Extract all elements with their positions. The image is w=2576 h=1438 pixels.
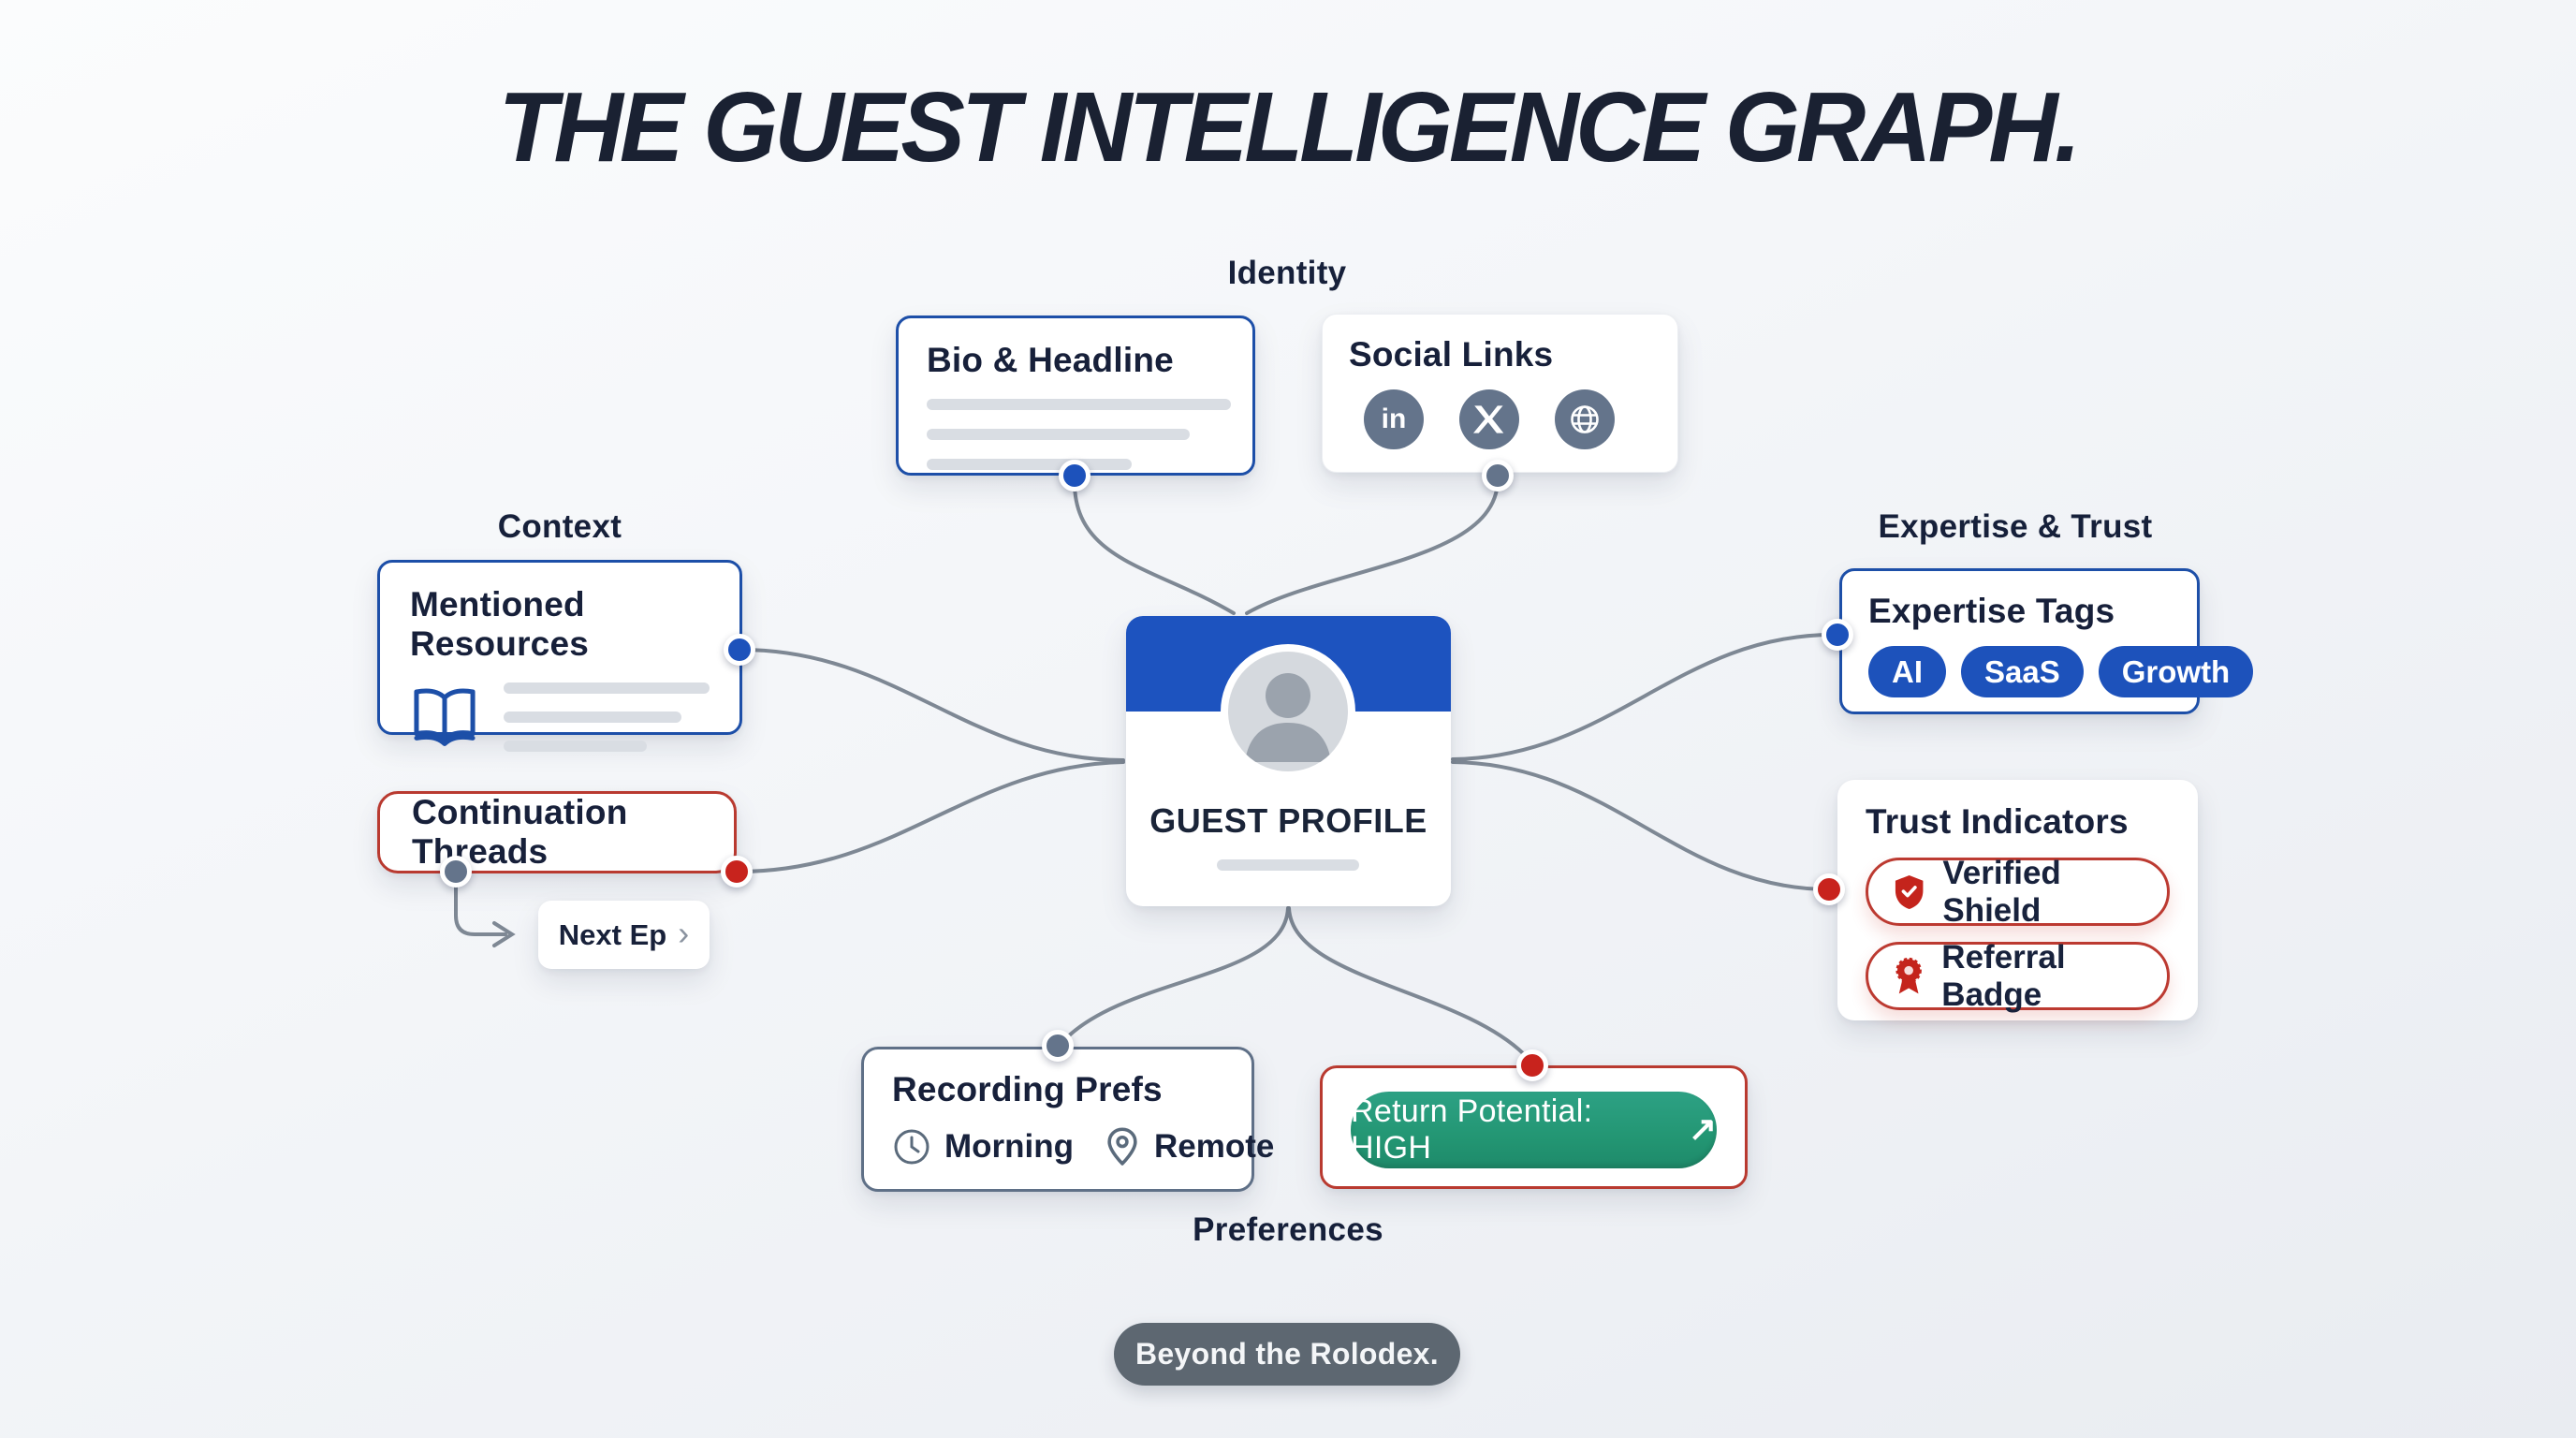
pref-remote: Remote [1104,1126,1274,1167]
referral-badge-label: Referral Badge [1941,938,2066,1013]
skeleton-line [927,429,1190,440]
continuation-threads-title: Continuation Threads [412,793,628,871]
edge-center-tags [1451,633,1835,761]
edge-center-return [1287,906,1526,1056]
open-book-icon [414,688,476,747]
connector-dot-recording [1042,1030,1074,1062]
section-label-preferences: Preferences [1193,1211,1383,1248]
connector-dot-threads [721,856,753,888]
linkedin-glyph: in [1381,404,1407,434]
edge-mentioned-center [739,648,1125,762]
connector-dot-social [1482,460,1514,492]
x-icon[interactable] [1459,389,1519,449]
mentioned-resources-title: Mentioned Resources [410,585,590,663]
social-links-title: Social Links [1349,335,1554,374]
arrow-up-right-icon: ↗ [1688,1109,1717,1148]
trust-indicators-title: Trust Indicators [1866,802,2129,841]
x-glyph [1473,405,1504,433]
connector-dot-threads-branch [440,856,472,888]
mentioned-resources-card: Mentioned Resources [377,560,742,752]
footer-tagline-badge: Beyond the Rolodex. [1114,1323,1460,1386]
expertise-tags-card: Expertise Tags AI SaaS Growth [1839,568,2254,714]
skeleton-line [504,682,710,694]
clock-icon [894,1129,929,1165]
linkedin-icon[interactable]: in [1364,389,1424,449]
return-potential-label: Return Potential: HIGH [1351,1093,1593,1166]
skeleton-line [504,712,681,723]
skeleton-line [927,399,1231,410]
pref-morning-label: Morning [944,1128,1075,1165]
bio-headline-title: Bio & Headline [927,341,1174,379]
guest-profile-title: GUEST PROFILE [1149,801,1427,840]
section-label-identity: Identity [1227,255,1347,291]
edge-threads-center [737,760,1125,873]
edge-social-center [1245,477,1500,615]
globe-glyph [1571,405,1599,433]
edge-bio-center [1072,477,1236,615]
connector-dot-bio [1059,460,1090,492]
connector-dot-return [1516,1049,1548,1081]
skeleton-line [927,459,1132,470]
bio-headline-card: Bio & Headline [896,315,1255,476]
globe-icon[interactable] [1555,389,1615,449]
verified-shield-pill[interactable]: Verified Shield [1866,855,2170,929]
edge-center-recording [1063,906,1290,1041]
next-ep-label: Next Ep [558,917,667,951]
recording-prefs-title: Recording Prefs [892,1070,1163,1108]
arrowhead-nextep [492,921,516,947]
return-potential-button[interactable]: Return Potential: HIGH ↗ [1351,1092,1717,1168]
next-ep-button[interactable]: Next Ep › [538,901,710,969]
skeleton-line [504,741,647,752]
avatar [1221,644,1355,779]
chevron-right-icon: › [678,913,690,952]
mentioned-skeleton-lines [504,682,710,752]
expertise-tags-title: Expertise Tags [1868,592,2115,630]
edge-threads-nextep [454,886,507,936]
trust-indicators-card: Trust Indicators Verified Shield Referra… [1837,780,2198,1020]
recording-prefs-card: Recording Prefs Morning Remote [861,1047,1274,1192]
pref-remote-label: Remote [1154,1128,1275,1165]
section-label-context: Context [497,508,622,545]
referral-badge-pill[interactable]: Referral Badge [1866,939,2170,1013]
section-label-expertise-trust: Expertise & Trust [1878,508,2153,545]
social-links-card: Social Links in [1322,314,1678,473]
connector-dot-trust [1813,873,1845,905]
rosette-icon [1895,957,1922,993]
connector-dot-tags [1822,619,1853,651]
pref-morning: Morning [892,1127,1074,1167]
verified-shield-label: Verified Shield [1942,854,2061,929]
skeleton-line [1217,859,1359,871]
edge-center-trust [1451,760,1831,891]
return-potential-card: Return Potential: HIGH ↗ [1320,1065,1748,1189]
page-title: THE GUEST INTELLIGENCE GRAPH. [498,72,2082,183]
person-silhouette-icon [1245,673,1331,762]
tag-saas[interactable]: SaaS [1961,646,2084,697]
connector-dot-mentioned [724,634,755,666]
map-pin-icon [1107,1127,1137,1166]
tag-ai[interactable]: AI [1868,646,1946,697]
shield-check-icon [1895,874,1924,909]
continuation-threads-card: Continuation Threads [377,791,737,873]
guest-profile-card: GUEST PROFILE [1126,616,1451,906]
tag-growth[interactable]: Growth [2098,646,2254,697]
